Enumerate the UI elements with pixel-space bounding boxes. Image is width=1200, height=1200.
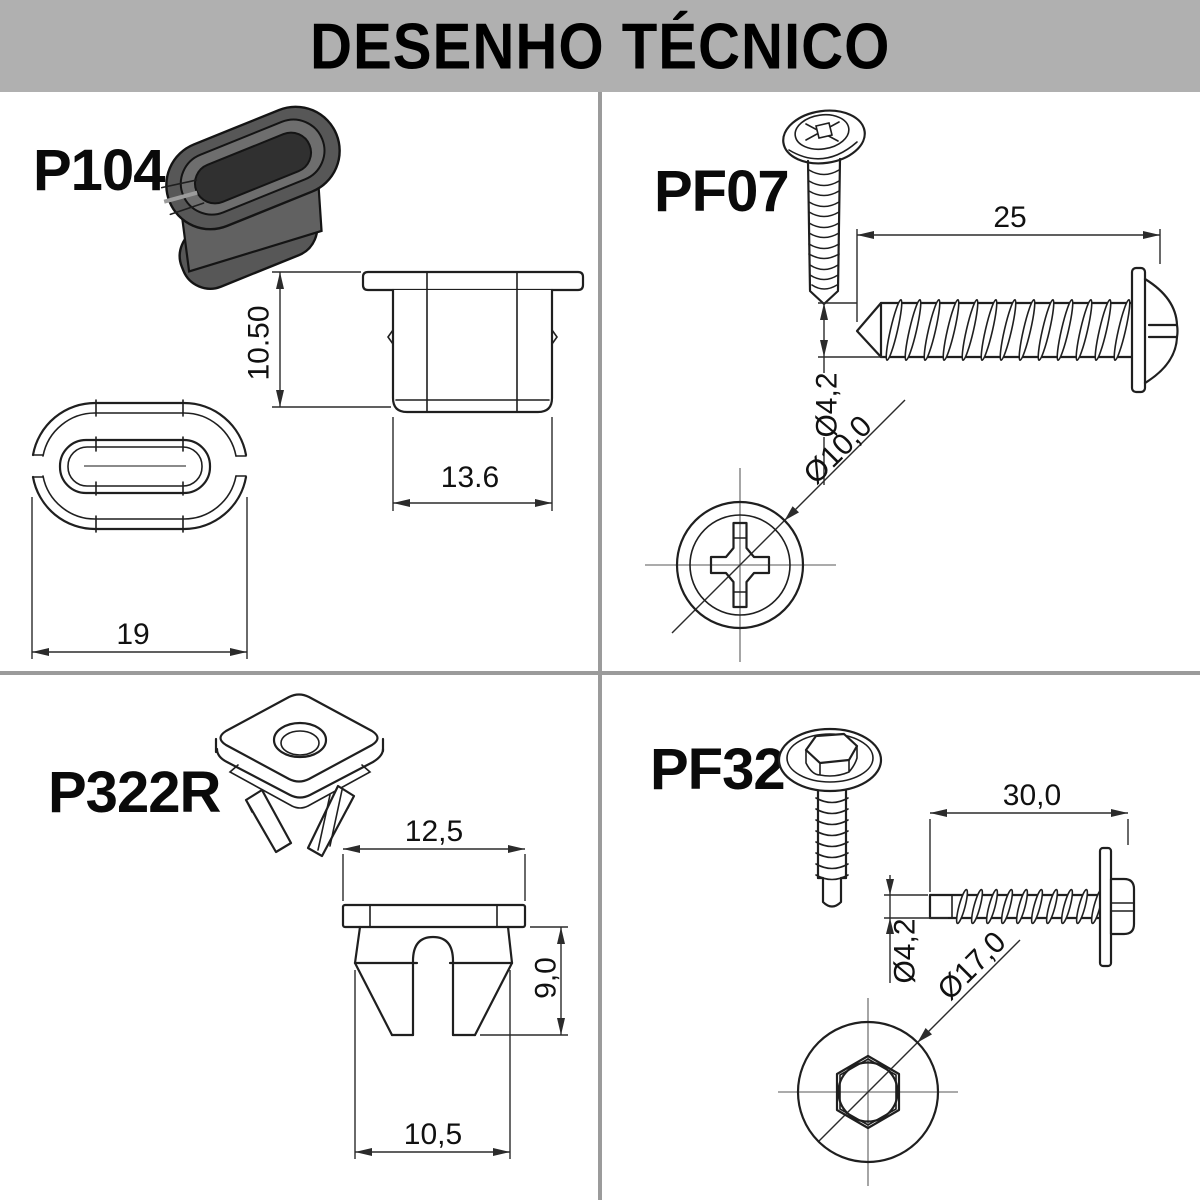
p104-length-dimension: 19	[31, 497, 248, 659]
pf07-thread-diameter-dimension: Ø4,2	[811, 302, 883, 485]
pf07-head-view: Ø10,0	[645, 399, 906, 662]
pf32-vertical-view	[777, 727, 883, 908]
p104-width-dimension: 13.6	[392, 417, 553, 511]
pf07-panel: PF07	[645, 109, 1179, 662]
pf32-washer-diameter-value: Ø17,0	[931, 925, 1012, 1006]
pf32-thread-diameter-dimension: Ø4,2	[884, 875, 948, 984]
horizontal-divider	[0, 671, 1200, 675]
page-title: DESENHO TÉCNICO	[309, 9, 891, 83]
p322r-height-dimension: 9,0	[480, 926, 568, 1036]
pf07-length-value: 25	[993, 201, 1026, 234]
pf07-length-dimension: 25	[856, 201, 1161, 322]
p104-front-view	[361, 270, 585, 414]
p322r-bottom-width-dimension: 10,5	[354, 970, 511, 1159]
pf07-horizontal-view	[855, 266, 1179, 394]
p104-height-dimension: 10.50	[243, 271, 391, 408]
pf07-label: PF07	[654, 159, 789, 224]
p104-height-value: 10.50	[243, 305, 276, 380]
pf32-horizontal-view	[928, 846, 1136, 968]
pf07-thread-diameter-value: Ø4,2	[811, 372, 844, 437]
p104-width-value: 13.6	[441, 461, 499, 494]
p322r-label: P322R	[48, 760, 220, 825]
p322r-3d-view	[214, 693, 385, 858]
p322r-top-width-value: 12,5	[405, 815, 463, 848]
p104-length-value: 19	[116, 618, 149, 651]
pf32-panel: PF32 30,0	[650, 727, 1136, 1186]
p104-panel: P104 10.50	[31, 105, 585, 659]
p104-top-view	[31, 399, 248, 533]
p104-3d-view	[160, 105, 341, 290]
p322r-height-value: 9,0	[530, 957, 563, 999]
p322r-bottom-width-value: 10,5	[404, 1118, 462, 1151]
pf07-vertical-view	[782, 109, 866, 306]
p322r-top-width-dimension: 12,5	[342, 815, 526, 901]
p104-label: P104	[33, 138, 165, 203]
pf32-length-dimension: 30,0	[929, 779, 1129, 892]
pf32-label: PF32	[650, 737, 785, 802]
title-bar: DESENHO TÉCNICO	[0, 0, 1200, 92]
p322r-front-view	[341, 903, 527, 1037]
vertical-divider	[598, 92, 602, 1200]
pf32-length-value: 30,0	[1003, 779, 1061, 812]
p322r-panel: P322R 12,5	[48, 693, 568, 1159]
pf32-thread-diameter-value: Ø4,2	[889, 918, 922, 983]
